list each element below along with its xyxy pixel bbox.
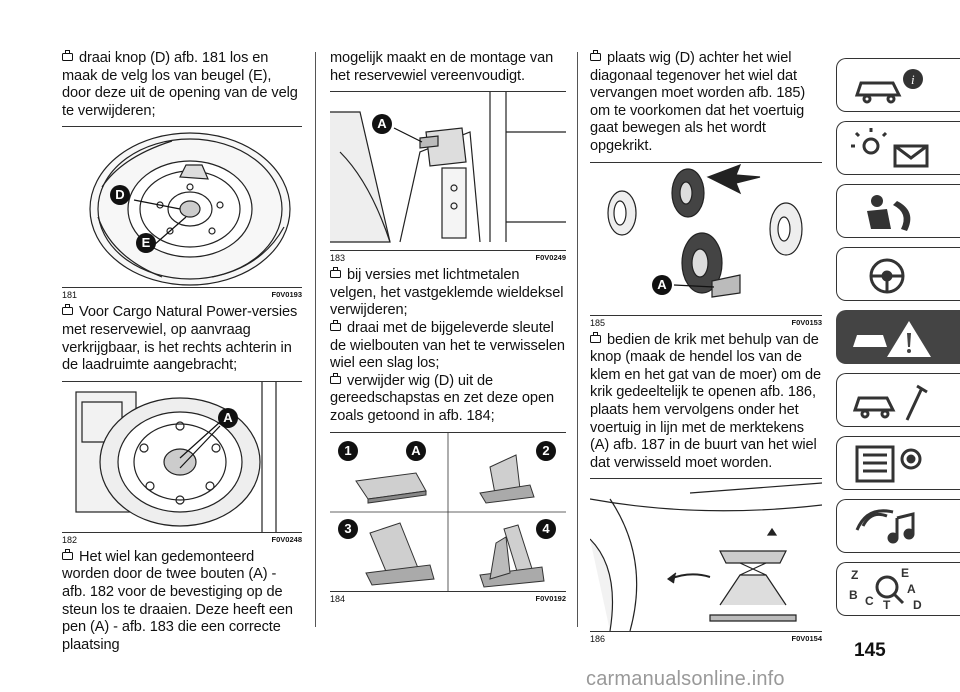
tab-index[interactable]: Z E B A C T D bbox=[836, 562, 960, 616]
figure-number: 183 bbox=[330, 253, 346, 264]
figure-code: F0V0248 bbox=[271, 534, 302, 544]
technical-data-icon bbox=[855, 445, 895, 483]
figure-181-caption: 181 F0V0193 bbox=[62, 290, 302, 300]
figure-185: A bbox=[590, 161, 822, 316]
car-info-icon bbox=[903, 69, 923, 89]
bullet-icon bbox=[590, 50, 602, 62]
callout-4: 4 bbox=[536, 518, 556, 539]
callout-A: A bbox=[406, 440, 426, 461]
figure-184-caption: 184 F0V0192 bbox=[330, 594, 566, 604]
tab-safety[interactable] bbox=[836, 184, 960, 238]
bullet-icon bbox=[62, 548, 74, 561]
figure-183-caption: 183 F0V0249 bbox=[330, 253, 566, 263]
index-letter-B: B bbox=[849, 588, 858, 602]
callout-A: A bbox=[652, 274, 672, 295]
paragraph-1: draai knop (D) afb. 181 los en maak de v… bbox=[62, 50, 298, 119]
tab-maintenance[interactable] bbox=[836, 373, 960, 427]
paragraph-1: mogelijk maakt en de montage van het res… bbox=[330, 50, 554, 84]
svg-text:i: i bbox=[911, 72, 915, 87]
bullet-icon bbox=[62, 304, 74, 316]
callout-D: D bbox=[110, 185, 130, 206]
figure-number: 182 bbox=[62, 534, 78, 545]
index-letter-T: T bbox=[883, 598, 891, 611]
bullet-icon bbox=[330, 267, 342, 279]
watermark: carmanualsonline.info bbox=[586, 668, 785, 690]
column-1: draai knop (D) afb. 181 los en maak de v… bbox=[62, 50, 302, 654]
safety-airbag-icon bbox=[871, 195, 883, 207]
figure-182-caption: 182 F0V0248 bbox=[62, 535, 302, 545]
paragraph-2: bedien de krik met behulp van de knop (m… bbox=[590, 331, 822, 471]
callout-E: E bbox=[136, 233, 156, 254]
bullet-icon bbox=[330, 319, 342, 332]
figure-186 bbox=[590, 478, 822, 633]
callout-A: A bbox=[372, 114, 392, 135]
figure-code: F0V0249 bbox=[535, 253, 566, 263]
tab-warning-lights[interactable] bbox=[836, 121, 960, 175]
warning-lights-icon bbox=[862, 137, 880, 155]
paragraph-1: plaats wig (D) achter het wiel diagonaal… bbox=[590, 50, 806, 154]
tab-multimedia[interactable] bbox=[836, 499, 960, 553]
index-icon bbox=[875, 575, 899, 599]
column-3: plaats wig (D) achter het wiel diagonaal… bbox=[590, 50, 822, 648]
figure-182: A bbox=[62, 380, 302, 533]
figure-184: 1 A 2 3 4 bbox=[330, 431, 566, 592]
tab-emergency[interactable] bbox=[836, 310, 960, 364]
figure-code: F0V0192 bbox=[535, 593, 566, 603]
index-letter-C: C bbox=[865, 594, 874, 608]
figure-186-caption: 186 F0V0154 bbox=[590, 634, 822, 644]
tab-steering[interactable] bbox=[836, 247, 960, 301]
column-separator-2 bbox=[577, 52, 578, 627]
page-number: 145 bbox=[854, 640, 886, 661]
index-letter-D: D bbox=[913, 598, 922, 611]
figure-185-caption: 185 F0V0153 bbox=[590, 318, 822, 328]
figure-code: F0V0154 bbox=[791, 634, 822, 644]
maintenance-wrench-icon bbox=[905, 384, 928, 421]
index-letter-Z: Z bbox=[851, 568, 858, 582]
bullet-icon bbox=[62, 50, 74, 62]
paragraph-2: bij versies met lichtmetalen velgen, het… bbox=[330, 267, 564, 319]
paragraph-4: verwijder wig (D) uit de gereedschapstas… bbox=[330, 372, 554, 424]
callout-2: 2 bbox=[536, 440, 556, 461]
figure-number: 186 bbox=[590, 634, 606, 645]
figure-number: 185 bbox=[590, 317, 606, 328]
column-separator-1 bbox=[315, 52, 316, 627]
paragraph-2: Voor Cargo Natural Power-versies met res… bbox=[62, 304, 298, 374]
figure-code: F0V0193 bbox=[271, 290, 302, 300]
figure-number: 181 bbox=[62, 290, 78, 301]
figure-number: 184 bbox=[330, 593, 346, 604]
figure-183: A bbox=[330, 91, 566, 252]
paragraph-3: draai met de bijgeleverde sleutel de wie… bbox=[330, 319, 565, 372]
callout-A: A bbox=[218, 407, 238, 428]
figure-code: F0V0153 bbox=[791, 317, 822, 327]
index-letter-A: A bbox=[907, 582, 916, 596]
column-2: mogelijk maakt en de montage van het res… bbox=[330, 50, 566, 608]
tab-technical-data[interactable] bbox=[836, 436, 960, 490]
bullet-icon bbox=[590, 331, 602, 344]
callout-1: 1 bbox=[338, 440, 358, 461]
callout-3: 3 bbox=[338, 518, 358, 539]
paragraph-3: Het wiel kan gedemonteerd worden door de… bbox=[62, 548, 293, 653]
index-letter-E: E bbox=[901, 566, 909, 580]
figure-181: D E bbox=[62, 126, 302, 289]
bullet-icon bbox=[330, 372, 342, 385]
tab-car-info[interactable]: i bbox=[836, 58, 960, 112]
